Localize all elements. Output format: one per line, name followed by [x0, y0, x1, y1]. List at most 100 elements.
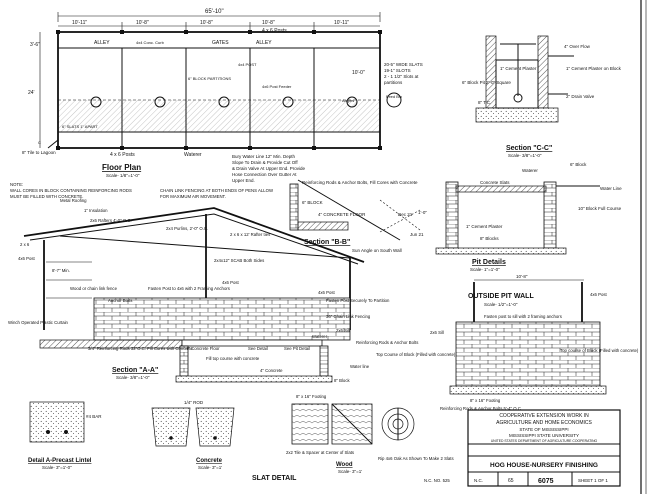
pit-label-block8: 8" Blocks	[480, 236, 499, 241]
cc-label-pit: 6" Block Pit 2'-0" Square	[462, 80, 511, 85]
pit-label-waterer: Waterer	[522, 168, 538, 173]
aa-label-water-line: Water line	[350, 364, 370, 369]
floor-plan-scale: Scale- 1/8"=1'-0"	[106, 173, 140, 178]
cc-label-tee: 8" T.C.	[478, 100, 491, 105]
concrete-slat-title: Concrete	[196, 458, 223, 464]
top-dim-5: 10'-11"	[334, 20, 349, 26]
aa-label-rafters: 2x6 Rafters 4'-0" O.C.	[90, 218, 132, 223]
aa-label-fill: Fill top course with concrete	[206, 356, 260, 361]
label-tile: 8" Tile to Lagoon	[22, 150, 56, 155]
building-outline	[57, 31, 381, 149]
opw-label-footing: 8" x 16" Footing	[470, 398, 501, 403]
note-line-2: WALL CORES IN BLOCK CONTAINING REINFORCI…	[10, 188, 132, 193]
bb-label-block: 6" BLOCK	[302, 200, 323, 205]
bb-label-dec: Dec 21	[398, 212, 413, 217]
aa-label-conc-slats: 4" Concrete	[260, 368, 283, 373]
opw-label-sill: 2x6 Sill	[430, 330, 444, 335]
nc-value: 65	[508, 478, 514, 484]
outside-pit-scale: Scale- 1/2"=1'-0"	[484, 302, 518, 307]
label-c-mark: C	[38, 140, 41, 145]
aa-label-waterer: Waterer	[312, 334, 328, 339]
overall-dimension: 65'-10"	[205, 9, 224, 15]
label-waterer: Waterer	[184, 152, 202, 158]
top-dim-3: 10'-8"	[200, 20, 213, 26]
bb-label-jun: Jun 21	[410, 232, 424, 237]
lintel-detail: #4 BAR Detail A-Precast Lintel Scale- 3"…	[28, 401, 102, 470]
aa-label-purlins: 2x4 Purlins, 2'-0" O.C.	[166, 226, 208, 231]
general-notes: NOTE: WALL CORES IN BLOCK CONTAINING REI…	[10, 182, 274, 199]
bb-label-rods: Reinforcing Rods & Anchor Bolts, Fill Co…	[302, 180, 418, 185]
note-line-4: CHAIN LINK FENCING AT BOTH ENDS OF PENS …	[160, 188, 274, 193]
nc-label: N.C.	[474, 478, 483, 483]
label-alley-1: ALLEY	[94, 40, 110, 46]
aa-label-slat-detail: See Detail	[248, 346, 268, 351]
top-dim-2: 10'-8"	[136, 20, 149, 26]
pit-label-block10: 10" Block Full Course	[578, 206, 622, 211]
aa-label-pit-detail: See Pit Detail	[284, 346, 310, 351]
bb-label-sun: Sun Angle on South Wall	[352, 248, 402, 253]
section-cc-scale: Scale- 3/8"=1'-0"	[508, 153, 542, 158]
water-note-4: Hose Connection Over Gutter At	[232, 172, 297, 177]
aa-label-fasten: Fasten Post to 4x6 with 2 Framing Anchor…	[148, 286, 230, 291]
slat-note-2: 19-1" SLOTS	[384, 68, 411, 73]
cc-label-overflow: 4" Over Flow	[564, 44, 591, 49]
feed-bin-symbol	[386, 92, 402, 108]
section-aa: Metal Roofing 1" Insulation 2x4 Purlins,…	[8, 198, 456, 399]
lintel-scale: Scale- 3"=1'-0"	[42, 465, 72, 470]
pit-details: Waterer Water Line Concrete Slats 10" Bl…	[418, 162, 622, 272]
section-cc-title: Section "C-C"	[506, 145, 552, 152]
pit-details-title: Pit Details	[472, 259, 506, 266]
pit-label-plaster: 1" Cement Plaster	[466, 224, 503, 229]
aa-label-rods-2: Reinforcing Rods & Anchor Bolts	[356, 340, 418, 345]
note-line-5: FOR MAXIMUM AIR MOVEMENT.	[160, 194, 226, 199]
aa-label-rafter: 2 x 6 x 12' Rafter ties	[230, 232, 270, 237]
aa-label-course: Top Course of Block (Filled with concret…	[376, 352, 456, 357]
aa-label-post-2: 4x6 Post	[318, 290, 336, 295]
section-aa-title: Section "A-A"	[112, 367, 158, 374]
pit-label-block6: 6" Block	[570, 162, 587, 167]
cc-label-cement-1: 1" Cement Plaster	[500, 66, 537, 71]
note-line-3: MUST BE FILLED WITH CONCRETE.	[10, 194, 83, 199]
aa-label-footing: 8" x 16" Footing	[296, 394, 327, 399]
label-post-4x4: 4x4 POST	[238, 62, 257, 67]
outside-pit-wall: 10'-8" OUTSIDE PIT WALL Scale- 1/2"=1'-0…	[430, 274, 639, 411]
concrete-slat-scale: Scale- 3"=1'	[198, 465, 222, 470]
aa-label-scab: 2x4x12" SCAB Both Sides	[214, 258, 264, 263]
water-note-3: & Drain Valve At Upper End. Provide	[232, 166, 305, 171]
aa-label-anchor: Anchor Bolts	[108, 298, 132, 303]
opw-label-rods: Reinforcing Rods & Anchor Bolts 5'-4" O.…	[440, 406, 522, 411]
aa-label-sill: 2x6 Sill	[336, 328, 350, 333]
section-bb: Reinforcing Rods & Anchor Bolts, Fill Co…	[289, 179, 424, 253]
section-aa-scale: Scale- 3/8"=1'-0"	[116, 375, 150, 380]
wood-slat-title: Wood	[336, 462, 353, 468]
pit-label-dim: 1'-0"	[418, 210, 427, 215]
title-line-2: AGRICULTURE AND HOME ECONOMICS	[496, 420, 592, 426]
label-partitions: 6" BLOCK PARTITIONS	[188, 76, 231, 81]
title-block: COOPERATIVE EXTENSION WORK IN AGRICULTUR…	[467, 409, 621, 487]
aa-label-roofing: Metal Roofing	[60, 198, 87, 203]
water-note-1: Bury Water Line 12" Min. Depth	[232, 154, 295, 159]
label-posts-bottom: 4 x 6 Posts	[110, 152, 135, 158]
aa-label-post-1: 4x6 Post	[222, 280, 240, 285]
sheet-number: SHEET 1 OF 1	[578, 478, 608, 483]
opw-dim: 10'-8"	[516, 274, 528, 279]
lintel-title: Detail A-Precast Lintel	[28, 458, 92, 464]
opw-label-course: Top course of Block (Filled with concret…	[560, 348, 639, 353]
aa-label-insulation: 1" Insulation	[84, 208, 108, 213]
cc-label-cement-2: 1" Cement Plaster on Block	[566, 66, 622, 71]
slat-rip-label: Rip 4x6 Oak As Shown To Make 2 Slats	[378, 456, 454, 461]
title-line-5: UNITED STATES DEPARTMENT OF AGRICULTURE …	[491, 439, 598, 443]
label-feed-bin: Feed Bin	[386, 94, 402, 99]
bb-label-floor: 4" CONCRETE FLOOR	[318, 212, 366, 217]
outside-pit-block-wall	[455, 321, 601, 387]
floor-plan-title: Floor Plan	[102, 163, 141, 172]
top-dim-1: 10'-11"	[72, 20, 87, 26]
pit-details-scale: Scale- 1"=1'-0"	[470, 267, 500, 272]
section-cc: 4" Over Flow 1" Cement Plaster 1" Cement…	[462, 35, 622, 158]
top-dim-4: 10'-8"	[262, 20, 275, 26]
title-line-4: MISSISSIPPI STATE UNIVERSITY	[509, 433, 579, 438]
slat-note-4: partitions	[384, 80, 403, 85]
outside-pit-title: OUTSIDE PIT WALL	[468, 293, 534, 300]
label-feeder: 4x6 Post Feeder	[262, 84, 292, 89]
